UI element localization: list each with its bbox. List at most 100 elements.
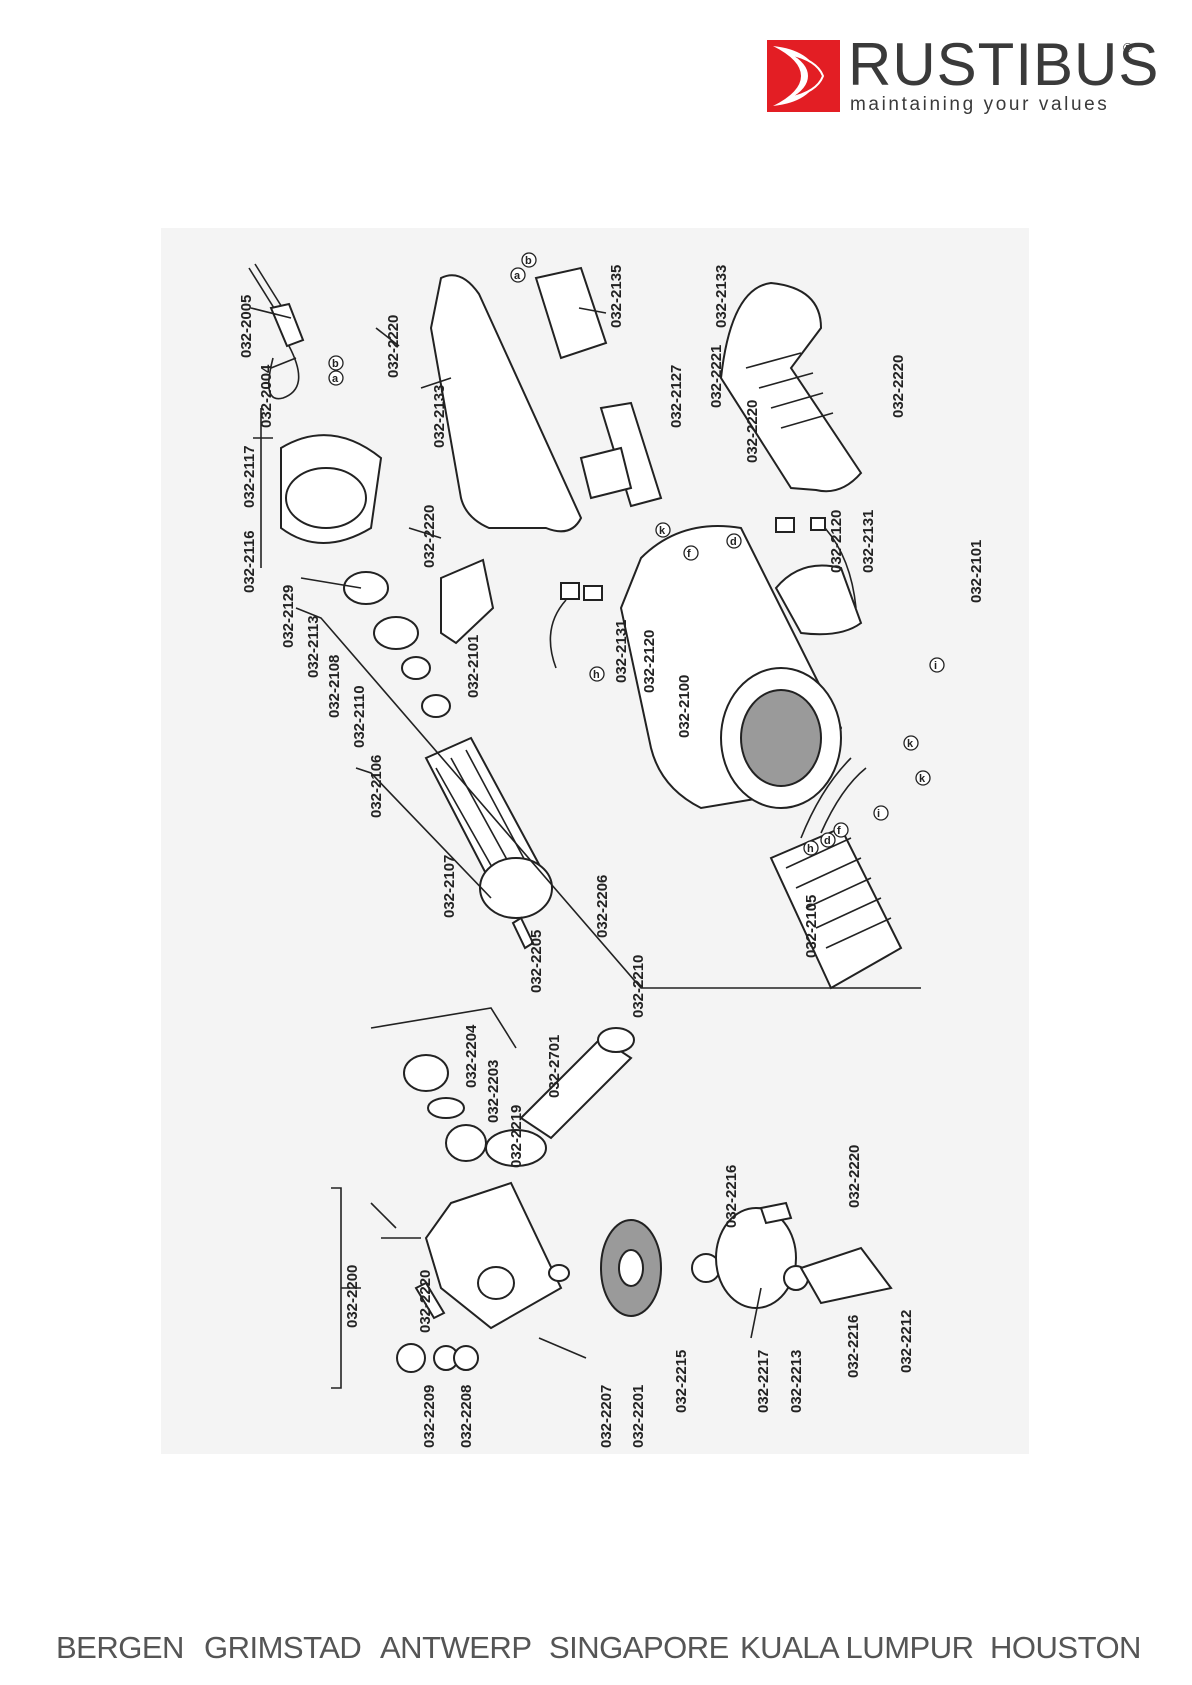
part-label: 032-2213 xyxy=(788,1350,805,1413)
part-label: 032-2208 xyxy=(458,1385,475,1448)
part-label: 032-2117 xyxy=(241,445,258,508)
callout-d: d xyxy=(820,832,836,848)
part-label: 032-2201 xyxy=(630,1385,647,1448)
armature-drawing xyxy=(343,571,553,950)
svg-text:f: f xyxy=(687,548,691,560)
svg-text:k: k xyxy=(659,525,666,537)
part-label: 032-2106 xyxy=(368,755,385,818)
callout-f: f xyxy=(833,822,849,838)
part-label: 032-2113 xyxy=(305,615,322,678)
svg-text:a: a xyxy=(332,373,339,385)
motor-housing-drawing xyxy=(619,525,843,810)
part-label: 032-2207 xyxy=(598,1385,615,1448)
part-label: 032-2203 xyxy=(485,1060,502,1123)
part-label: 032-2129 xyxy=(280,585,297,648)
part-label: 032-2116 xyxy=(241,530,258,593)
callout-i: i xyxy=(929,657,945,673)
part-label: 032-2220 xyxy=(846,1145,863,1208)
part-label: 032-2220 xyxy=(385,315,402,378)
svg-text:a: a xyxy=(514,270,521,282)
leader-lines xyxy=(250,307,921,1389)
part-label: 032-2004 xyxy=(258,364,275,428)
part-label: 032-2127 xyxy=(668,365,685,428)
diagram-canvas: 032-2005 032-2004 032-2220 032-2133 032-… xyxy=(238,252,985,1448)
part-label: 032-2215 xyxy=(673,1350,690,1413)
part-label: 032-2220 xyxy=(744,400,761,463)
part-label: 032-2212 xyxy=(898,1310,915,1373)
part-label: 032-2105 xyxy=(803,895,820,958)
field-coil-drawing xyxy=(769,757,903,990)
part-label: 032-2107 xyxy=(441,855,458,918)
svg-text:f: f xyxy=(837,825,841,837)
city-label: GRIMSTAD xyxy=(204,1630,362,1665)
part-label: 032-2701 xyxy=(546,1035,563,1098)
brand-registered-mark: ® xyxy=(1123,40,1133,55)
svg-text:b: b xyxy=(525,255,532,267)
city-label: SINGAPORE xyxy=(549,1630,729,1665)
housing-left-drawing xyxy=(429,274,583,533)
part-label: 032-2101 xyxy=(968,540,985,603)
part-label: 032-2101 xyxy=(465,635,482,698)
part-label: 032-2206 xyxy=(594,875,611,938)
gear-and-flange-drawing xyxy=(548,1201,893,1317)
connection-callouts: a b a b k f d h d f i k k h i xyxy=(328,252,945,856)
part-label: 032-2100 xyxy=(676,675,693,738)
office-locations: BERGEN GRIMSTAD ANTWERP SINGAPORE KUALA … xyxy=(0,1630,1192,1670)
part-label: 032-2120 xyxy=(641,630,658,693)
city-label: BERGEN xyxy=(56,1630,184,1665)
callout-d: d xyxy=(726,533,742,549)
part-label: 032-2220 xyxy=(417,1270,434,1333)
city-label: KUALA LUMPUR xyxy=(740,1630,974,1665)
part-label: 032-2219 xyxy=(508,1105,525,1168)
callout-i: i xyxy=(873,805,889,821)
part-label: 032-2131 xyxy=(860,510,877,573)
side-handle-drawing xyxy=(485,1027,635,1167)
svg-text:k: k xyxy=(919,773,926,785)
city-label: HOUSTON xyxy=(990,1630,1141,1665)
callout-a: a xyxy=(328,370,344,386)
brush-and-cover-drawing xyxy=(549,517,863,669)
svg-text:i: i xyxy=(934,660,937,672)
part-label: 032-2220 xyxy=(421,505,438,568)
part-label: 032-2204 xyxy=(463,1024,480,1088)
part-label: 032-2210 xyxy=(630,955,647,1018)
callout-b: b xyxy=(521,252,537,268)
callout-k: k xyxy=(915,770,931,786)
part-label: 032-2133 xyxy=(713,265,730,328)
callout-h: h xyxy=(803,840,819,856)
callout-k: k xyxy=(903,735,919,751)
exploded-parts-diagram: 032-2005 032-2004 032-2220 032-2133 032-… xyxy=(161,228,1029,1454)
housing-right-drawing xyxy=(719,281,863,493)
part-label: 032-2200 xyxy=(344,1265,361,1328)
svg-text:h: h xyxy=(593,669,600,681)
part-label: 032-2110 xyxy=(351,685,368,748)
callout-b: b xyxy=(328,355,344,371)
brand-tagline: maintaining your values xyxy=(850,94,1110,115)
spindle-cover-drawing xyxy=(280,434,383,544)
brand-name: RUSTIBUS xyxy=(848,31,1160,98)
brand-mark-icon xyxy=(767,40,840,112)
part-label: 032-2216 xyxy=(723,1165,740,1228)
part-label: 032-2133 xyxy=(431,385,448,448)
svg-text:i: i xyxy=(877,808,880,820)
part-label: 032-2216 xyxy=(845,1315,862,1378)
svg-text:d: d xyxy=(824,835,831,847)
callout-h: h xyxy=(589,666,605,682)
svg-text:k: k xyxy=(907,738,914,750)
callout-f: f xyxy=(683,545,699,561)
svg-text:d: d xyxy=(730,536,737,548)
part-label: 032-2005 xyxy=(238,295,255,358)
part-label: 032-2205 xyxy=(528,930,545,993)
part-label: 032-2220 xyxy=(890,355,907,418)
svg-text:h: h xyxy=(807,843,814,855)
part-label: 032-2131 xyxy=(613,620,630,683)
part-label: 032-2135 xyxy=(608,265,625,328)
part-label: 032-2217 xyxy=(755,1350,772,1413)
part-label: 032-2120 xyxy=(828,510,845,573)
part-label: 032-2209 xyxy=(421,1385,438,1448)
callout-k: k xyxy=(655,522,671,538)
brand-logo: RUSTIBUS ® maintaining your values xyxy=(767,31,1158,115)
svg-text:b: b xyxy=(332,358,339,370)
part-labels: 032-2005 032-2004 032-2220 032-2133 032-… xyxy=(238,265,985,1448)
gear-housing-drawing xyxy=(396,1054,563,1373)
